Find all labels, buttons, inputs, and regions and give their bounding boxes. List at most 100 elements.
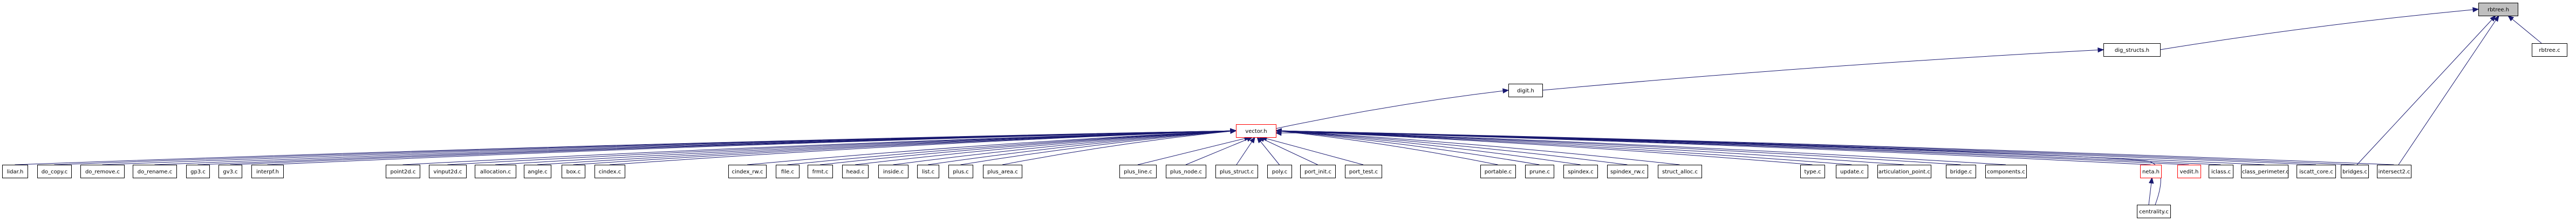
node-box [562, 165, 585, 178]
node-portable-c[interactable]: portable.c [1480, 165, 1516, 178]
node-iscatt-core-c[interactable]: iscatt_core.c [2297, 165, 2336, 178]
edge-components_c-to-vector_h [1275, 130, 2006, 165]
node-label: iclass_perimeter.c [2240, 169, 2289, 175]
node-label: update.c [1840, 169, 1864, 175]
node-update-c[interactable]: update.c [1836, 165, 1868, 178]
node-interpf-h[interactable]: interpf.h [251, 165, 284, 178]
node-plus-line-c[interactable]: plus_line.c [1119, 165, 1157, 178]
node-label: rbtree.c [2539, 48, 2560, 53]
node-plus-struct-c[interactable]: plus_struct.c [1215, 165, 1258, 178]
node-struct-alloc-c[interactable]: struct_alloc.c [1658, 165, 1702, 178]
node-angle-c[interactable]: angle.c [524, 165, 551, 178]
node-components-c[interactable]: components.c [1985, 165, 2027, 178]
node-box [917, 165, 939, 178]
node-vedit-h[interactable]: vedit.h [2177, 165, 2201, 178]
arrowhead-centrality_c-to-vector_h [1275, 130, 1282, 136]
edge-iscatt_core_c-to-vector_h [1275, 130, 2317, 165]
node-label: do_remove.c [85, 169, 120, 175]
node-neta-h[interactable]: neta.h [2140, 165, 2162, 178]
edge-intersect2_c-to-vector_h [1275, 130, 2394, 165]
node-cindex-c[interactable]: cindex.c [595, 165, 625, 178]
edge-interpf_h-to-vector_h [267, 130, 1236, 165]
node-plus-c[interactable]: plus.c [948, 165, 973, 178]
node-centrality-c[interactable]: centrality.c [2137, 205, 2171, 218]
edge-intersect2_c-to-rbtree_h [2398, 15, 2499, 165]
node-label: frmt.c [812, 169, 829, 175]
node-label: plus_node.c [1170, 169, 1202, 175]
node-do-copy-c[interactable]: do_copy.c [37, 165, 72, 178]
node-label: spindex.c [1568, 169, 1594, 175]
node-box [2137, 205, 2171, 218]
node-rbtree-c[interactable]: rbtree.c [2532, 43, 2567, 57]
node-box [1480, 165, 1516, 178]
node-prune-c[interactable]: prune.c [1525, 165, 1554, 178]
node-box [2532, 43, 2567, 57]
node-box [1236, 124, 1276, 138]
node-label: dig_structs.h [2115, 48, 2149, 53]
edge-inside_c-to-vector_h [893, 130, 1236, 165]
node-do-rename-c[interactable]: do_rename.c [133, 165, 177, 178]
node-file-c[interactable]: file.c [776, 165, 800, 178]
node-articulation-point-c[interactable]: articulation_point.c [1877, 165, 1931, 178]
edge-plus_node_c-to-vector_h [1185, 137, 1253, 165]
arrowhead-poly_c-to-vector_h [1256, 136, 1263, 144]
node-box [1836, 165, 1868, 178]
node-allocation-c[interactable]: allocation.c [475, 165, 516, 178]
node-box [1607, 165, 1648, 178]
node-point2d-c[interactable]: point2d.c [386, 165, 420, 178]
node-do-remove-c[interactable]: do_remove.c [80, 165, 125, 178]
node-label: articulation_point.c [1878, 169, 1930, 175]
node-digit-h[interactable]: digit.h [1508, 84, 1543, 97]
edge-cindex_c-to-vector_h [609, 130, 1236, 165]
node-label: do_copy.c [42, 169, 68, 175]
node-label: vector.h [1245, 129, 1267, 134]
node-bridges-c[interactable]: bridges.c [2341, 165, 2369, 178]
node-label: spindex_rw.c [1610, 169, 1645, 175]
node-box [37, 165, 72, 178]
node-spindex-c[interactable]: spindex.c [1563, 165, 1598, 178]
edge-rbtree_c-to-rbtree_h [2507, 15, 2542, 44]
node-box [2, 165, 28, 178]
node-type-c[interactable]: type.c [1800, 165, 1825, 178]
node-dig-structs-h[interactable]: dig_structs.h [2103, 43, 2161, 57]
node-box [429, 165, 467, 178]
node-gv3-c[interactable]: gv3.c [218, 165, 242, 178]
node-inside-c[interactable]: inside.c [878, 165, 908, 178]
node-vector-h[interactable]: vector.h [1236, 124, 1276, 138]
node-label: box.c [566, 169, 581, 175]
arrowhead-vector_h-to-digit_h [1502, 88, 1509, 93]
node-plus-node-c[interactable]: plus_node.c [1166, 165, 1206, 178]
node-label: type.c [1804, 169, 1821, 175]
node-label: bridge.c [1950, 169, 1972, 175]
node-spindex-rw-c[interactable]: spindex_rw.c [1607, 165, 1648, 178]
node-label: vedit.h [2180, 169, 2199, 175]
edge-dig_structs_h-to-rbtree_h [2160, 9, 2479, 50]
node-list-c[interactable]: list.c [917, 165, 939, 178]
node-box [1119, 165, 1157, 178]
node-cindex-rw-c[interactable]: cindex_rw.c [728, 165, 767, 178]
node-lidar-h[interactable]: lidar.h [2, 165, 28, 178]
node-label: vinput2d.c [433, 169, 462, 175]
edge-frmt_c-to-vector_h [819, 130, 1236, 165]
node-box [1985, 165, 2027, 178]
node-label: portable.c [1485, 169, 1512, 175]
node-bridge-c[interactable]: bridge.c [1946, 165, 1976, 178]
node-gp3-c[interactable]: gp3.c [186, 165, 210, 178]
node-box [386, 165, 420, 178]
node-intersect2-c[interactable]: intersect2.c [2377, 165, 2411, 178]
node-iclass-c[interactable]: iclass.c [2209, 165, 2233, 178]
edge-plus_c-to-vector_h [960, 130, 1236, 165]
node-vinput2d-c[interactable]: vinput2d.c [429, 165, 467, 178]
edge-list_c-to-vector_h [927, 130, 1236, 165]
node-box-c[interactable]: box.c [562, 165, 585, 178]
node-box [1215, 165, 1258, 178]
node-port-test-c[interactable]: port_test.c [1345, 165, 1382, 178]
node-box [808, 165, 833, 178]
node-iclass-perimeter-c[interactable]: iclass_perimeter.c [2240, 165, 2289, 178]
node-poly-c[interactable]: poly.c [1267, 165, 1292, 178]
node-box [524, 165, 551, 178]
node-frmt-c[interactable]: frmt.c [808, 165, 833, 178]
node-head-c[interactable]: head.c [842, 165, 869, 178]
node-plus-area-c[interactable]: plus_area.c [983, 165, 1022, 178]
node-port-init-c[interactable]: port_init.c [1300, 165, 1336, 178]
